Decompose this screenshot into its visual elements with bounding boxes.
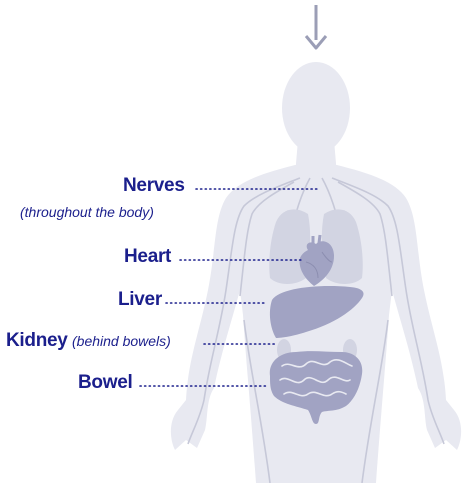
bowel-label: Bowel [78,373,132,392]
nerves-label: Nerves [123,176,185,195]
nerves-label-text: Nerves [123,175,185,196]
liver-label-text: Liver [118,289,162,310]
heart-label: Heart [124,247,171,266]
kidney-label: Kidney (behind bowels) [6,331,171,350]
liver-label: Liver [118,290,162,309]
down-arrow-icon [306,5,326,48]
kidney-label-text: Kidney [6,330,68,351]
bowel-label-text: Bowel [78,372,132,393]
kidney-note: (behind bowels) [72,333,171,349]
nerves-note: (throughout the body) [20,205,154,219]
heart-label-text: Heart [124,246,171,267]
